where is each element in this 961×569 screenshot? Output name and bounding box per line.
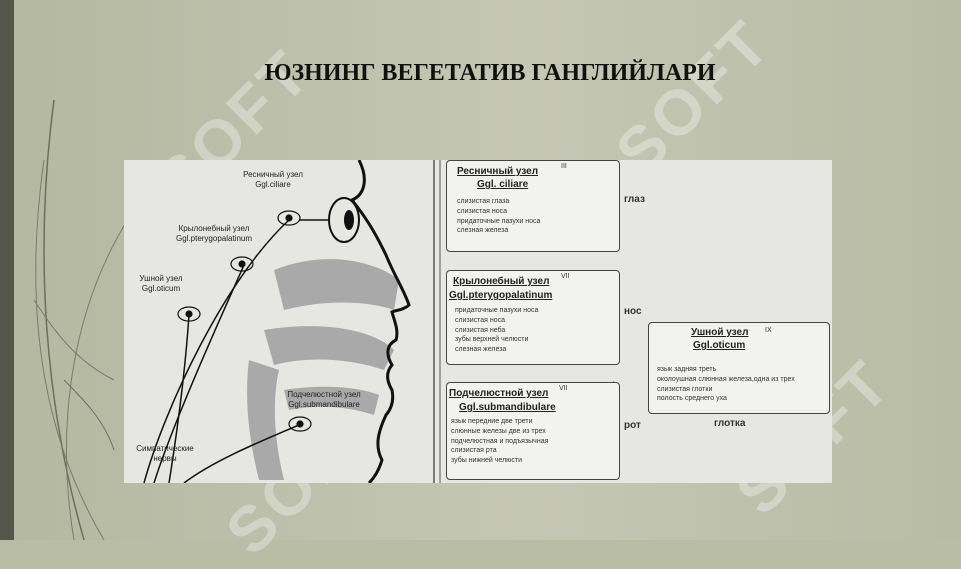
region-eye: глаз [624,194,645,205]
head-profile-drawing [143,160,823,483]
box-latin: Ggl. ciliare [477,179,529,190]
nerve-number: III [561,163,567,170]
nerve-number: IX [765,327,772,334]
box-latin: Ggl.submandibulare [459,402,556,413]
box-title: Крылонебный узел [453,276,550,287]
nerve-number: VII [559,385,568,392]
page-title: ЮЗНИНГ ВЕГЕТАТИВ ГАНГЛИЙЛАРИ [264,60,716,86]
left-accent-band [0,0,14,540]
nerve-number: VII [561,273,570,280]
region-mouth: рот [624,420,641,431]
box-submandibular: Подчелюстной узел Ggl.submandibulare язы… [446,382,620,480]
box-latin: Ggl.oticum [693,340,746,351]
box-latin: Ggl.pterygopalatinum [449,290,553,301]
box-title: Ушной узел [691,327,749,338]
region-nose: нос [624,306,642,317]
box-ciliary: Ресничный узел Ggl. ciliare слизистая гл… [446,160,620,252]
box-pterygopalatine: Крылонебный узел Ggl.pterygopalatinum пр… [446,270,620,365]
box-title: Ресничный узел [457,166,539,177]
box-title: Подчелюстной узел [449,388,549,399]
decorative-stems [33,99,135,540]
region-pharynx: глотка [714,418,746,429]
